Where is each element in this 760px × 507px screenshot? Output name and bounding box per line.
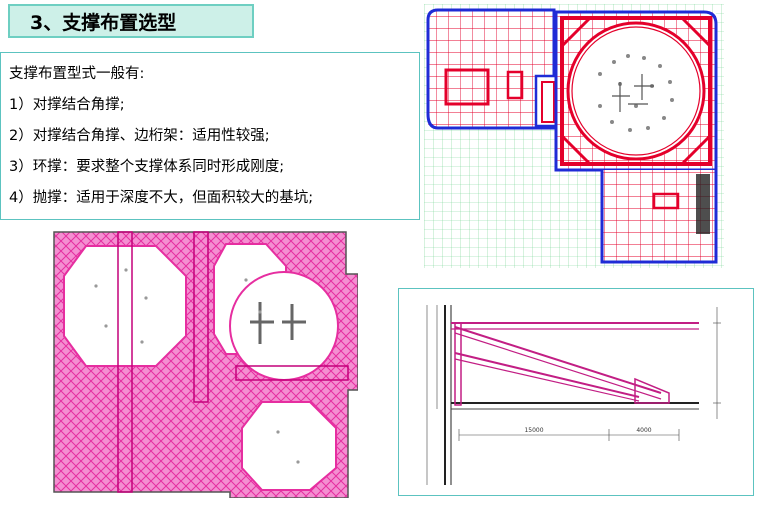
- list-item-3: 3）环撑：要求整个支撑体系同时形成刚度;: [9, 159, 285, 175]
- support-types-textbox: 支撑布置型式一般有: 1）对撑结合角撑; 2）对撑结合角撑、边桁架：适用性较强;…: [0, 52, 420, 220]
- dimension-main: 15000: [524, 427, 543, 434]
- list-item-2: 2）对撑结合角撑、边桁架：适用性较强;: [9, 128, 270, 144]
- ring-support-plan-drawing: [424, 4, 724, 268]
- list-item-4: 4）抛撑：适用于深度不大，但面积较大的基坑;: [9, 190, 314, 206]
- list-item-1: 1）对撑结合角撑;: [9, 97, 125, 113]
- truss-support-plan-drawing: [46, 226, 358, 498]
- dimension-right: 4000: [636, 427, 651, 434]
- slide-heading-text: 3、支撑布置选型: [30, 11, 177, 34]
- raking-shore-section-drawing: 15000 4000: [398, 288, 754, 496]
- intro-line: 支撑布置型式一般有:: [9, 66, 145, 82]
- slide-heading: 3、支撑布置选型: [8, 4, 254, 38]
